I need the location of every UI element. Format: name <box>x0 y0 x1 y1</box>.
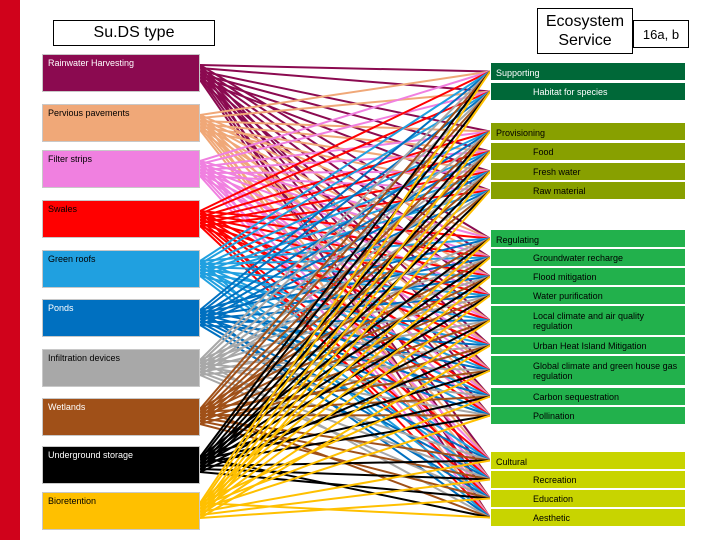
link-line <box>199 294 491 513</box>
link-line <box>199 502 491 519</box>
link-line <box>199 459 491 513</box>
figure-reference-label: 16a, b <box>633 20 689 48</box>
link-line <box>199 478 491 516</box>
link-line <box>199 70 491 212</box>
suds-type-box: Underground storage <box>42 446 200 484</box>
link-line <box>199 67 491 93</box>
link-line <box>199 344 491 425</box>
ecosystem-service-title: Ecosystem Service <box>537 8 633 54</box>
link-line <box>199 256 491 507</box>
link-line <box>199 130 491 416</box>
link-line <box>199 70 491 504</box>
service-item: Water purification <box>490 286 686 305</box>
suds-type-title: Su.DS type <box>53 20 215 46</box>
service-category: Provisioning <box>490 122 686 141</box>
suds-type-box: Ponds <box>42 299 200 337</box>
link-line <box>199 64 491 372</box>
link-line <box>199 359 491 372</box>
link-line <box>199 120 491 133</box>
service-item: Urban Heat Island Mitigation <box>490 336 686 355</box>
link-line <box>199 256 491 461</box>
link-line <box>199 70 491 133</box>
link-line <box>199 90 491 119</box>
link-line <box>199 70 491 410</box>
link-line <box>199 64 491 73</box>
service-item: Food <box>490 142 686 161</box>
link-line <box>199 344 491 376</box>
service-item: Groundwater recharge <box>490 248 686 267</box>
link-line <box>199 70 491 162</box>
link-line <box>199 319 491 516</box>
service-category: Regulating <box>490 229 686 248</box>
suds-type-box: Infiltration devices <box>42 349 200 387</box>
link-line <box>199 497 491 519</box>
service-item: Carbon sequestration <box>490 387 686 406</box>
suds-type-box: Green roofs <box>42 250 200 288</box>
link-line <box>199 90 491 461</box>
link-line <box>199 275 491 510</box>
link-line <box>199 237 491 504</box>
link-line <box>199 369 491 410</box>
link-line <box>199 414 491 510</box>
service-item: Fresh water <box>490 162 686 181</box>
link-line <box>199 114 491 372</box>
link-line <box>199 210 491 372</box>
link-line <box>199 237 491 458</box>
link-line <box>199 73 491 153</box>
link-line <box>199 70 491 116</box>
link-line <box>199 70 491 311</box>
link-line <box>199 369 491 458</box>
service-item: Recreation <box>490 470 686 489</box>
link-line <box>199 130 491 367</box>
service-item: Education <box>490 489 686 508</box>
link-line <box>199 395 491 507</box>
red-side-bar <box>0 0 20 540</box>
suds-type-box: Bioretention <box>42 492 200 530</box>
suds-type-box: Wetlands <box>42 398 200 436</box>
suds-type-box: Pervious pavements <box>42 104 200 142</box>
link-line <box>199 90 491 507</box>
service-category: Cultural <box>490 451 686 470</box>
suds-type-box: Rainwater Harvesting <box>42 54 200 92</box>
service-item: Raw material <box>490 181 686 200</box>
link-line <box>199 344 491 519</box>
link-line <box>199 414 491 417</box>
link-line <box>199 70 491 361</box>
service-item: Aesthetic <box>490 508 686 527</box>
suds-type-box: Filter strips <box>42 150 200 188</box>
link-line <box>199 414 491 464</box>
link-line <box>199 369 491 504</box>
link-line <box>199 70 491 458</box>
service-category: Supporting <box>490 62 686 81</box>
service-item: Local climate and air quality regulation <box>490 305 686 336</box>
link-line <box>199 130 491 510</box>
service-item: Global climate and green house gas regul… <box>490 355 686 386</box>
link-line <box>199 76 491 173</box>
link-line <box>199 150 491 467</box>
link-line <box>199 319 491 470</box>
link-line <box>199 123 491 153</box>
link-line <box>199 395 491 461</box>
link-line <box>199 309 491 372</box>
service-item: Flood mitigation <box>490 267 686 286</box>
link-line <box>199 70 491 262</box>
service-item: Habitat for species <box>490 82 686 101</box>
link-line <box>199 237 491 410</box>
link-line <box>199 150 491 513</box>
service-item: Pollination <box>490 406 686 425</box>
suds-type-box: Swales <box>42 200 200 238</box>
